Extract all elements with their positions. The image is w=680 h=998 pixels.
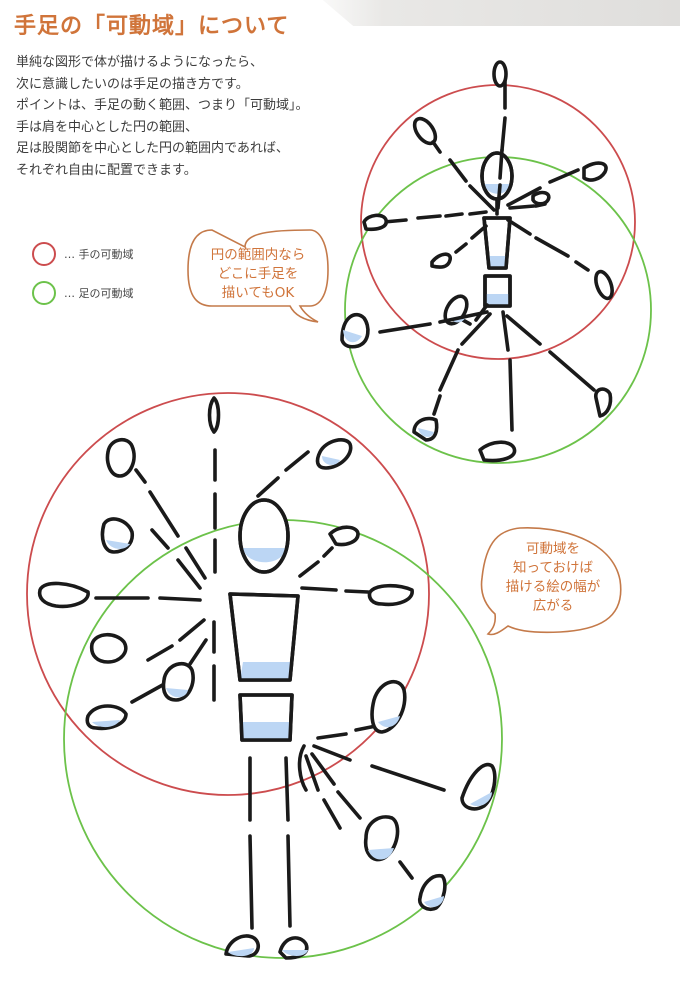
- corner-decoration: [322, 0, 680, 26]
- legend: … 手の可動域 … 足の可動域: [32, 240, 134, 318]
- red-circle-icon: [32, 242, 56, 266]
- callout-top: 円の範囲内なら どこに手足を 描いてもOK: [196, 246, 320, 303]
- green-circle-icon: [32, 281, 56, 305]
- intro-line: 次に意識したいのは手足の描き方です。: [16, 76, 249, 92]
- intro-line: 単純な図形で体が描けるようになったら、: [16, 55, 264, 70]
- legend-label: … 手の可動域: [64, 248, 134, 261]
- callout-bottom: 可動域を 知っておけば 描ける絵の幅が 広がる: [488, 540, 618, 616]
- legend-arm-range: … 手の可動域: [32, 240, 134, 268]
- speech-bubble-bottom: [480, 527, 622, 636]
- callout-line: 可動域を: [526, 541, 580, 557]
- legend-leg-range: … 足の可動域: [32, 279, 134, 307]
- callout-line: 知っておけば: [513, 560, 593, 576]
- callout-line: どこに手足を: [217, 266, 299, 282]
- speech-bubble-top: [187, 229, 329, 323]
- intro-text: 単純な図形で体が描けるようになったら、 次に意識したいのは手足の描き方です。 ポ…: [16, 52, 346, 181]
- callout-line: 描いてもOK: [221, 285, 295, 301]
- arm-range-circle: [26, 392, 430, 796]
- callout-line: 描ける絵の幅が: [505, 579, 601, 595]
- page-title: 手足の「可動域」について: [14, 14, 290, 39]
- intro-line: 足は股関節を中心とした円の範囲内であれば、: [16, 141, 289, 156]
- intro-line: 手は肩を中心とした円の範囲、: [16, 119, 199, 135]
- legend-label: … 足の可動域: [64, 287, 134, 300]
- intro-line: ポイントは、手足の動く範囲、つまり「可動域」。: [16, 98, 309, 113]
- large-figure: [26, 392, 503, 960]
- small-figure: [340, 60, 652, 464]
- callout-line: 広がる: [532, 598, 574, 614]
- intro-line: それぞれ自由に配置できます。: [16, 162, 197, 178]
- callout-line: 円の範囲内なら: [210, 247, 306, 263]
